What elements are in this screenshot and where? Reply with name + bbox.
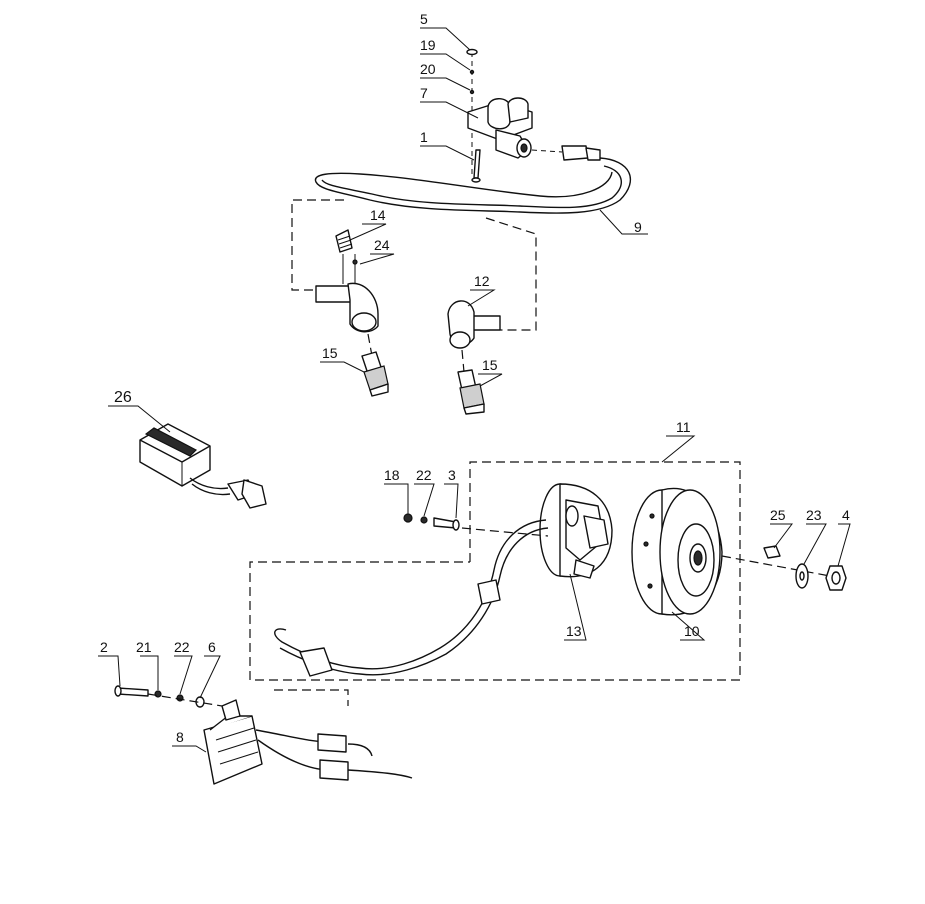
rectifier-regulator [203, 689, 413, 785]
callout-25: 25 [770, 507, 786, 523]
flywheel-rotor [631, 487, 723, 616]
ignition-coil-assembly [466, 48, 601, 183]
right-spark-plug-cap [447, 300, 501, 373]
callout-18: 18 [384, 467, 400, 483]
right-spark-plug [457, 369, 485, 415]
regulator-bolt-set [114, 685, 223, 708]
callout-11: 11 [676, 419, 691, 435]
callout-5: 5 [420, 11, 428, 27]
callout-20: 20 [420, 61, 436, 77]
left-spark-plug-cap [315, 229, 379, 357]
flywheel-nut-set [721, 545, 847, 591]
callout-19: 19 [420, 37, 436, 53]
callout-23: 23 [806, 507, 822, 523]
callout-labels: 5 19 20 7 1 9 14 24 15 12 15 26 18 22 3 … [100, 11, 850, 745]
callout-1: 1 [420, 129, 428, 145]
callout-26: 26 [114, 389, 132, 406]
left-spark-plug [361, 351, 389, 397]
magneto-assembly-box [249, 461, 741, 681]
callout-3: 3 [448, 467, 456, 483]
callout-12: 12 [474, 273, 490, 289]
stator-wire-harness [274, 519, 549, 677]
callout-4: 4 [842, 507, 850, 523]
callout-24: 24 [374, 237, 390, 253]
callout-8: 8 [176, 729, 184, 745]
callout-2: 2 [100, 639, 108, 655]
callout-22-lower: 22 [174, 639, 190, 655]
callout-7: 7 [420, 85, 428, 101]
callout-22-upper: 22 [416, 467, 432, 483]
callout-6: 6 [208, 639, 216, 655]
ignition-wire-harness [314, 157, 632, 214]
callout-14: 14 [370, 207, 386, 223]
callout-9: 9 [634, 219, 642, 235]
callout-21: 21 [136, 639, 152, 655]
stator-plate [539, 483, 613, 579]
callout-13: 13 [566, 623, 582, 639]
callout-10: 10 [684, 623, 700, 639]
callout-15-right: 15 [482, 357, 498, 373]
cdi-unit [139, 423, 267, 509]
plug-cap-guide-lines [291, 199, 537, 331]
callout-15-left: 15 [322, 345, 338, 361]
callout-leaders [98, 27, 851, 753]
